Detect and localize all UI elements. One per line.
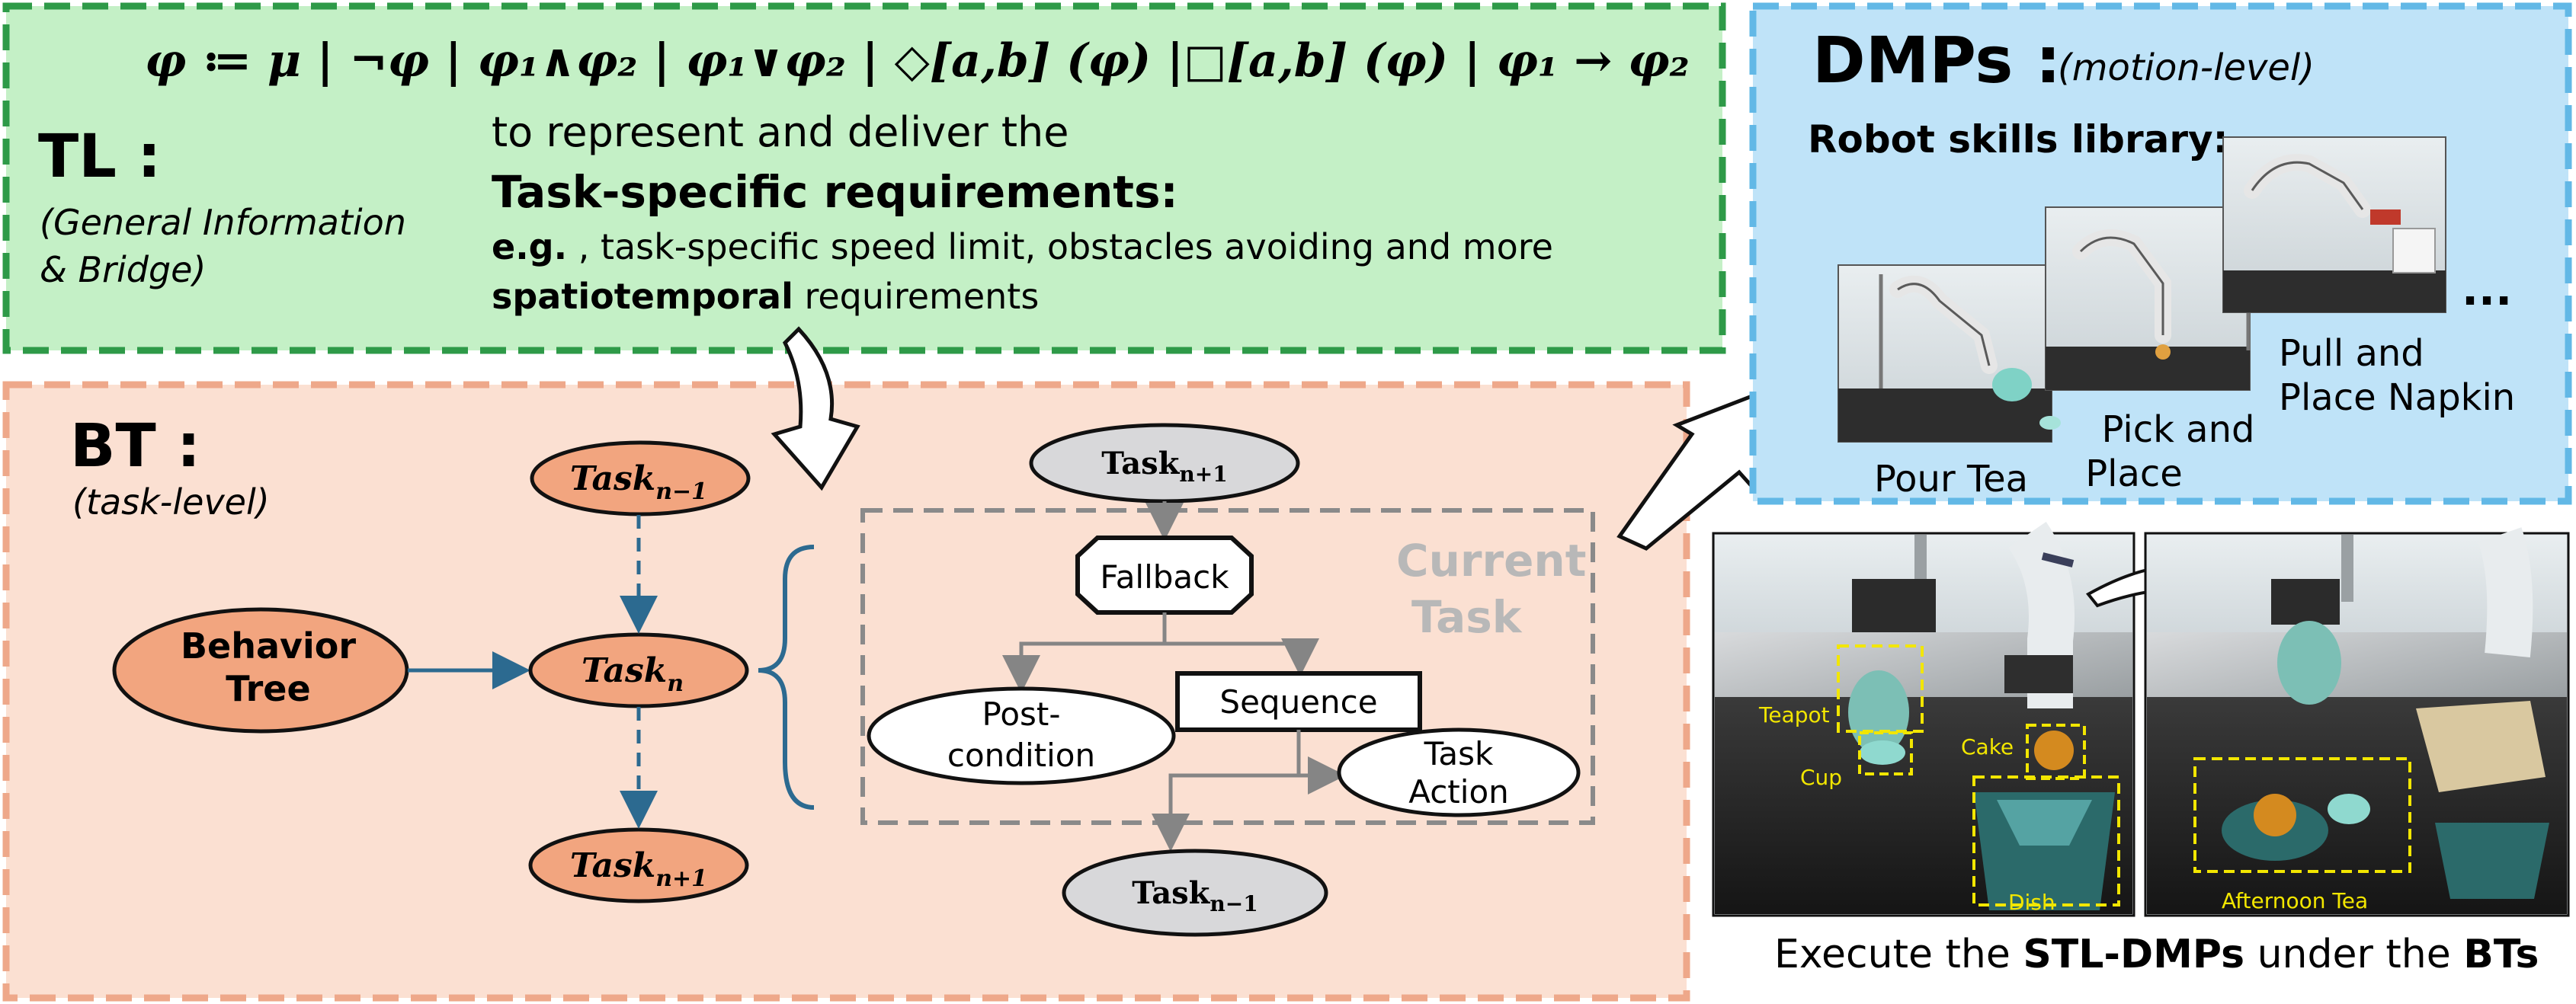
fallback-to-postcondition-arrow bbox=[1002, 612, 1167, 693]
skill-label-pick-and-place-line2: Place bbox=[2085, 452, 2183, 495]
fallback-label: Fallback bbox=[1100, 558, 1229, 596]
current-task-label-line2: Task bbox=[1411, 591, 1523, 643]
skill-label-pick-and-place-line1: Pick and bbox=[2102, 408, 2255, 451]
fallback-to-sequence-arrow bbox=[1165, 638, 1319, 676]
behavior-tree-label-line2: Tree bbox=[226, 668, 310, 709]
label-teapot: Teapot bbox=[1758, 702, 1830, 727]
bt-task-current-sub: n bbox=[667, 670, 684, 697]
postcondition-label-line2: condition bbox=[947, 737, 1095, 774]
tl-subtitle-line1: (General Information bbox=[40, 202, 406, 243]
current-task-label-line1: Current bbox=[1396, 535, 1586, 587]
postcondition-node bbox=[867, 686, 1176, 785]
fallback-node bbox=[1075, 536, 1254, 615]
dmps-panel: DMPs : (motion-level) Robot skills libra… bbox=[1749, 2, 2572, 505]
bt-panel: BT : (task-level) Behavior Tree Taskn−1 … bbox=[2, 326, 1779, 1002]
sequence-to-bottom-arrow bbox=[1152, 773, 1299, 852]
afternoon-tea-box bbox=[2193, 757, 2411, 873]
tl-to-bt-hollow-arrow bbox=[771, 326, 860, 491]
bt-task-next-sub: n+1 bbox=[655, 865, 707, 892]
skill-photo-pour-tea bbox=[1837, 264, 2061, 443]
tl-desc-line2: Task-specific requirements: bbox=[492, 166, 1178, 218]
tl-desc-line3: e.g. , task-specific speed limit, obstac… bbox=[492, 226, 1553, 267]
bt-task-next-label: Taskn+1 bbox=[570, 846, 707, 892]
label-cake: Cake bbox=[1961, 734, 2014, 759]
bt-task-prev-sub: n−1 bbox=[655, 478, 707, 505]
bt-task-prev-label: Taskn−1 bbox=[570, 459, 707, 505]
sequence-label: Sequence bbox=[1219, 683, 1377, 721]
label-dish: Dish bbox=[2008, 890, 2055, 915]
expansion-brace bbox=[758, 545, 815, 810]
postcondition-label-line1: Post- bbox=[982, 695, 1060, 733]
tl-desc-line4-rest: requirements bbox=[793, 276, 1039, 317]
caption-bts: BTs bbox=[2463, 932, 2539, 977]
execution-photo-before: Teapot Cup Cake Dish bbox=[1712, 521, 2135, 917]
tl-eg: e.g. bbox=[492, 226, 567, 267]
skill-label-pull-and-place-line2: Place Napkin bbox=[2279, 376, 2515, 419]
task-action-label-line1: Task bbox=[1424, 735, 1494, 772]
label-cup: Cup bbox=[1800, 765, 1842, 790]
behavior-tree-node bbox=[112, 607, 409, 734]
tl-panel-box bbox=[2, 2, 1726, 354]
bt-task-next-text: Task bbox=[570, 846, 655, 885]
bt-task-current-node bbox=[528, 632, 749, 708]
caption-stl-dmps: STL-DMPs bbox=[2023, 932, 2244, 977]
tl-subtitle-line2: & Bridge) bbox=[40, 249, 206, 290]
caption-prefix: Execute the bbox=[1774, 932, 2023, 977]
bt-subtitle: (task-level) bbox=[72, 481, 270, 523]
skill-photo-pull-and-place-napkin bbox=[2222, 136, 2446, 313]
ct-top-task-label: Taskn+1 bbox=[1101, 446, 1227, 487]
dmps-title: DMPs : bbox=[1812, 23, 2061, 98]
execution-caption: Execute the STL-DMPs under the BTs bbox=[1774, 932, 2539, 977]
skill-label-pull-and-place-line1: Pull and bbox=[2279, 332, 2424, 375]
bt-task-current-text: Task bbox=[582, 651, 667, 690]
ct-top-task-sub: n+1 bbox=[1179, 462, 1227, 487]
robot-skills-library-label: Robot skills library: bbox=[1808, 117, 2228, 161]
bt-task-prev-text: Task bbox=[570, 459, 655, 498]
bt-title: BT : bbox=[70, 412, 200, 481]
dmps-subtitle: (motion-level) bbox=[2058, 46, 2315, 89]
bt-task-next-node bbox=[528, 827, 749, 903]
label-afternoon-tea: Afternoon Tea bbox=[2222, 888, 2368, 913]
ct-bottom-task-label: Taskn−1 bbox=[1132, 875, 1258, 916]
ct-bottom-task-sub: n−1 bbox=[1210, 891, 1258, 916]
task-action-node bbox=[1337, 727, 1581, 817]
execution-photo-after: Afternoon Tea bbox=[2144, 527, 2570, 917]
ct-bottom-task-node bbox=[1062, 849, 1328, 937]
caption-middle: under the bbox=[2244, 932, 2463, 977]
tl-desc-line4: spatiotemporal requirements bbox=[492, 276, 1039, 317]
task-action-label-line2: Action bbox=[1408, 773, 1509, 811]
tl-desc-line1: to represent and deliver the bbox=[492, 108, 1069, 156]
tl-spatiotemporal: spatiotemporal bbox=[492, 276, 793, 317]
dish-box bbox=[1972, 775, 2120, 906]
tl-formula: φ ≔ μ | ¬φ | φ₁∧φ₂ | φ₁∨φ₂ | ◇[a,b] (φ) … bbox=[145, 34, 1690, 88]
skill-label-pour-tea: Pour Tea bbox=[1874, 458, 2028, 500]
cup-box bbox=[1858, 731, 1913, 775]
tl-title: TL : bbox=[38, 123, 161, 191]
bt-task-current-label: Taskn bbox=[582, 651, 684, 697]
cake-box bbox=[2026, 724, 2086, 780]
current-task-box bbox=[860, 508, 1595, 825]
tl-panel: φ ≔ μ | ¬φ | φ₁∧φ₂ | φ₁∨φ₂ | ◇[a,b] (φ) … bbox=[2, 2, 1726, 354]
behavior-tree-label-line1: Behavior bbox=[181, 625, 356, 667]
ct-top-task-text: Task bbox=[1101, 446, 1180, 481]
ct-bottom-task-text: Task bbox=[1132, 875, 1210, 911]
skills-ellipsis: ... bbox=[2462, 264, 2512, 315]
tl-desc-line3-rest: , task-specific speed limit, obstacles a… bbox=[567, 226, 1553, 267]
bt-task-prev-node bbox=[530, 440, 751, 516]
skill-photo-pick-and-place bbox=[2045, 206, 2251, 391]
sequence-node bbox=[1175, 671, 1422, 732]
